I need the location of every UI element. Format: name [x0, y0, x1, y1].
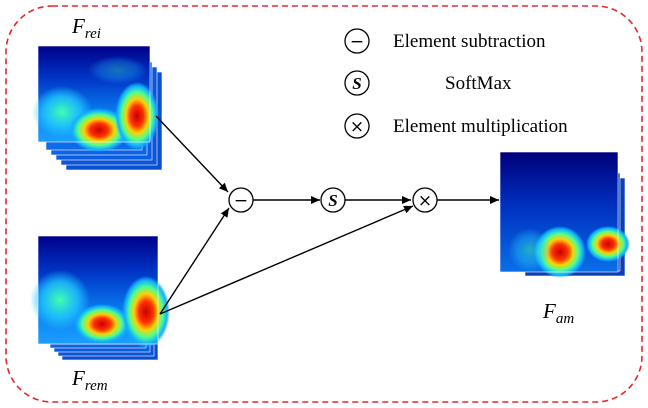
legend-subtraction-text: Element subtraction [393, 31, 546, 52]
legend-item-softmax: S SoftMax [344, 70, 512, 96]
flow-arrows [155, 115, 499, 315]
legend-multiply-symbol: × [350, 117, 364, 137]
label-f-am: Fam [542, 299, 574, 327]
legend-item-multiplication: × Element multiplication [344, 113, 568, 139]
softmax-operator: S [320, 187, 346, 213]
arrow-rei-to-subtract [155, 115, 229, 193]
diagram-border [5, 5, 643, 403]
legend-softmax-text: SoftMax [445, 73, 512, 94]
input-feature-map-rei [32, 45, 163, 171]
label-f-rem: Frem [71, 366, 108, 394]
input-feature-map-rem [30, 235, 170, 361]
softmax-symbol: S [328, 191, 337, 210]
arrow-rem-to-subtract [159, 207, 230, 315]
legend-item-subtraction: − Element subtraction [344, 28, 546, 54]
legend-softmax-symbol: S [352, 74, 361, 93]
legend-multiplication-text: Element multiplication [393, 116, 568, 137]
legend-subtract-symbol: − [350, 32, 364, 52]
output-feature-map-am [499, 151, 630, 278]
legend: − Element subtraction S SoftMax × Elemen… [344, 28, 568, 139]
arrow-rem-to-multiply [159, 205, 414, 315]
multiply-operator: × [412, 187, 438, 213]
subtract-operator: − [228, 187, 254, 213]
label-f-rei: Frei [71, 14, 101, 42]
multiply-symbol: × [418, 191, 432, 211]
subtract-symbol: − [234, 191, 248, 211]
